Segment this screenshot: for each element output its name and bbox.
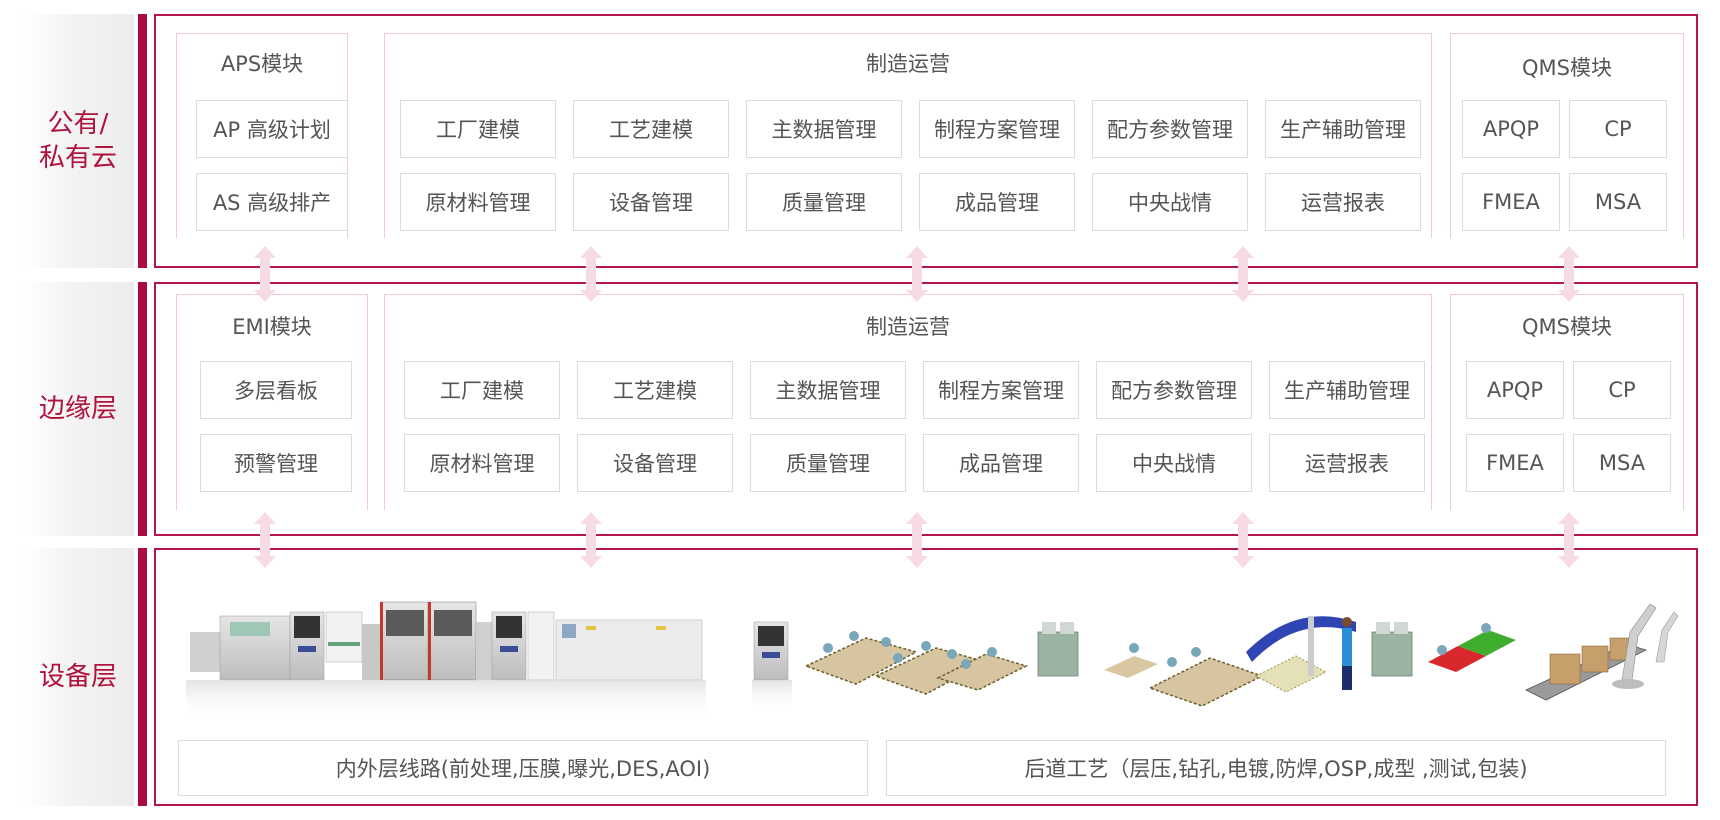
robotic-conveyor-image	[1148, 616, 1356, 707]
aps-item-as[interactable]: AS 高级排产	[196, 173, 348, 231]
test-station-image	[1371, 622, 1516, 677]
layer-label-cloud-line2: 私有云	[38, 143, 117, 173]
mfg-cell[interactable]: 工厂建模	[404, 361, 560, 419]
layer-label-device-text: 设备层	[38, 662, 117, 692]
mfg-cell[interactable]: 制程方案管理	[919, 100, 1075, 158]
qms-item-fmea[interactable]: FMEA	[1462, 173, 1560, 231]
smt-line-image	[186, 601, 706, 720]
bidirectional-arrow-icon	[1232, 512, 1254, 568]
qms-item-fmea[interactable]: FMEA	[1466, 434, 1564, 492]
mfg-ops-module-cloud: 制造运营	[384, 33, 1432, 238]
equipment-illustrations	[186, 592, 1686, 732]
mfg-cell[interactable]: 成品管理	[923, 434, 1079, 492]
mfg-cell[interactable]: 配方参数管理	[1096, 361, 1252, 419]
qms-item-apqp[interactable]: APQP	[1462, 100, 1560, 158]
bidirectional-arrow-icon	[254, 246, 276, 302]
mfg-cell[interactable]: 设备管理	[573, 173, 729, 231]
mfg-cell[interactable]: 工艺建模	[577, 361, 733, 419]
layer-bar-cloud	[138, 14, 147, 268]
mfg-cell[interactable]: 质量管理	[750, 434, 906, 492]
bidirectional-arrow-icon	[580, 246, 602, 302]
mfg-cell[interactable]: 原材料管理	[404, 434, 560, 492]
aoi-machine-image	[752, 621, 792, 714]
mfg-cell[interactable]: 运营报表	[1269, 434, 1425, 492]
mfg-cell[interactable]: 配方参数管理	[1092, 100, 1248, 158]
bidirectional-arrow-icon	[906, 512, 928, 568]
layer-label-cloud: 公有/ 私有云	[22, 14, 134, 268]
qms-title-edge: QMS模块	[1522, 315, 1612, 339]
manual-workstations-image	[804, 622, 1158, 695]
mfg-cell[interactable]: 成品管理	[919, 173, 1075, 231]
packaging-robot-image	[1525, 603, 1679, 701]
layer-label-edge-text: 边缘层	[38, 394, 117, 424]
mfg-cell[interactable]: 中央战情	[1092, 173, 1248, 231]
mfg-ops-title-cloud: 制造运营	[866, 52, 950, 76]
mfg-cell[interactable]: 中央战情	[1096, 434, 1252, 492]
mfg-cell[interactable]: 工厂建模	[400, 100, 556, 158]
mfg-cell[interactable]: 主数据管理	[746, 100, 902, 158]
mfg-cell[interactable]: 工艺建模	[573, 100, 729, 158]
bidirectional-arrow-icon	[254, 512, 276, 568]
bidirectional-arrow-icon	[906, 246, 928, 302]
mfg-cell[interactable]: 生产辅助管理	[1269, 361, 1425, 419]
mfg-cell[interactable]: 原材料管理	[400, 173, 556, 231]
aps-module-title: APS模块	[220, 52, 304, 76]
qms-item-apqp[interactable]: APQP	[1466, 361, 1564, 419]
mfg-cell[interactable]: 设备管理	[577, 434, 733, 492]
emi-item-alert[interactable]: 预警管理	[200, 434, 352, 492]
process-back-end[interactable]: 后道工艺（层压,钻孔,电镀,防焊,OSP,成型 ,测试,包装)	[886, 740, 1666, 796]
qms-item-cp[interactable]: CP	[1569, 100, 1667, 158]
process-inner-outer-circuit[interactable]: 内外层线路(前处理,压膜,曝光,DES,AOI)	[178, 740, 868, 796]
bidirectional-arrow-icon	[580, 512, 602, 568]
aps-item-ap[interactable]: AP 高级计划	[196, 100, 348, 158]
emi-item-dashboard[interactable]: 多层看板	[200, 361, 352, 419]
mfg-cell[interactable]: 运营报表	[1265, 173, 1421, 231]
layer-bar-edge	[138, 282, 147, 536]
mfg-cell[interactable]: 制程方案管理	[923, 361, 1079, 419]
emi-module-title: EMI模块	[232, 315, 312, 339]
qms-item-cp[interactable]: CP	[1573, 361, 1671, 419]
mfg-ops-title-edge: 制造运营	[866, 315, 950, 339]
layer-label-edge: 边缘层	[22, 282, 134, 536]
mfg-cell[interactable]: 生产辅助管理	[1265, 100, 1421, 158]
bidirectional-arrow-icon	[1558, 246, 1580, 302]
layer-bar-device	[138, 548, 147, 806]
equipment-illustration-icon	[186, 601, 1679, 720]
layer-label-cloud-line1: 公有/	[47, 109, 109, 139]
qms-title-cloud: QMS模块	[1522, 56, 1612, 80]
bidirectional-arrow-icon	[1232, 246, 1254, 302]
qms-item-msa[interactable]: MSA	[1569, 173, 1667, 231]
bidirectional-arrow-icon	[1558, 512, 1580, 568]
mfg-cell[interactable]: 质量管理	[746, 173, 902, 231]
mfg-cell[interactable]: 主数据管理	[750, 361, 906, 419]
layer-label-device: 设备层	[22, 548, 134, 806]
qms-item-msa[interactable]: MSA	[1573, 434, 1671, 492]
